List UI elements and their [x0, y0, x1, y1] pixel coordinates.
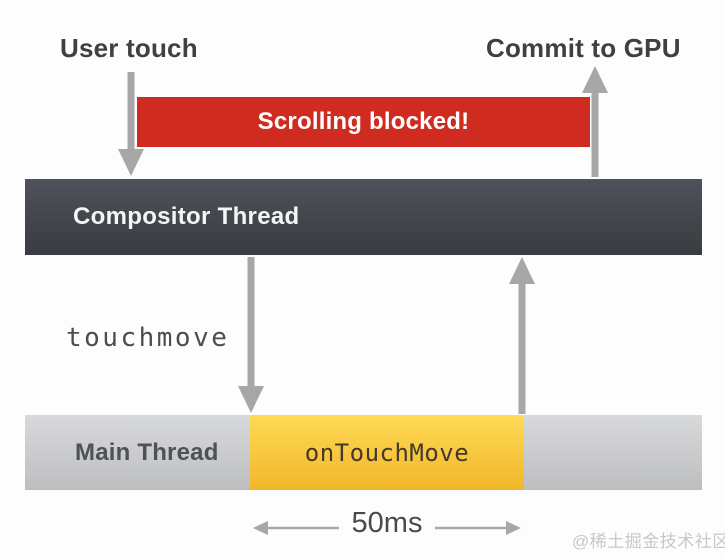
on-touch-move-label: onTouchMove	[304, 438, 470, 467]
user-touch-label: User touch	[60, 33, 198, 63]
down-arrow-icon	[238, 257, 264, 413]
left-arrow-icon	[253, 521, 339, 535]
duration-label: 50ms	[351, 507, 423, 539]
scrolling-blocked-label: Scrolling blocked!	[257, 108, 470, 135]
main-thread-label: Main Thread	[75, 438, 219, 466]
main-thread-bar: Main Thread onTouchMove	[25, 415, 702, 490]
watermark-text: @稀土掘金技术社区	[572, 532, 725, 551]
up-arrow-icon	[509, 257, 535, 414]
commit-to-gpu-label: Commit to GPU	[486, 33, 681, 63]
scrolling-blocked-bar: Scrolling blocked!	[137, 97, 590, 147]
touchmove-label: touchmove	[66, 323, 230, 353]
up-arrow-icon	[582, 66, 608, 177]
down-arrow-icon	[118, 72, 144, 176]
compositor-thread-bar: Compositor Thread	[25, 179, 702, 255]
right-arrow-icon	[435, 521, 521, 535]
on-touch-move-segment: onTouchMove	[250, 415, 524, 490]
compositor-thread-label: Compositor Thread	[73, 203, 300, 230]
